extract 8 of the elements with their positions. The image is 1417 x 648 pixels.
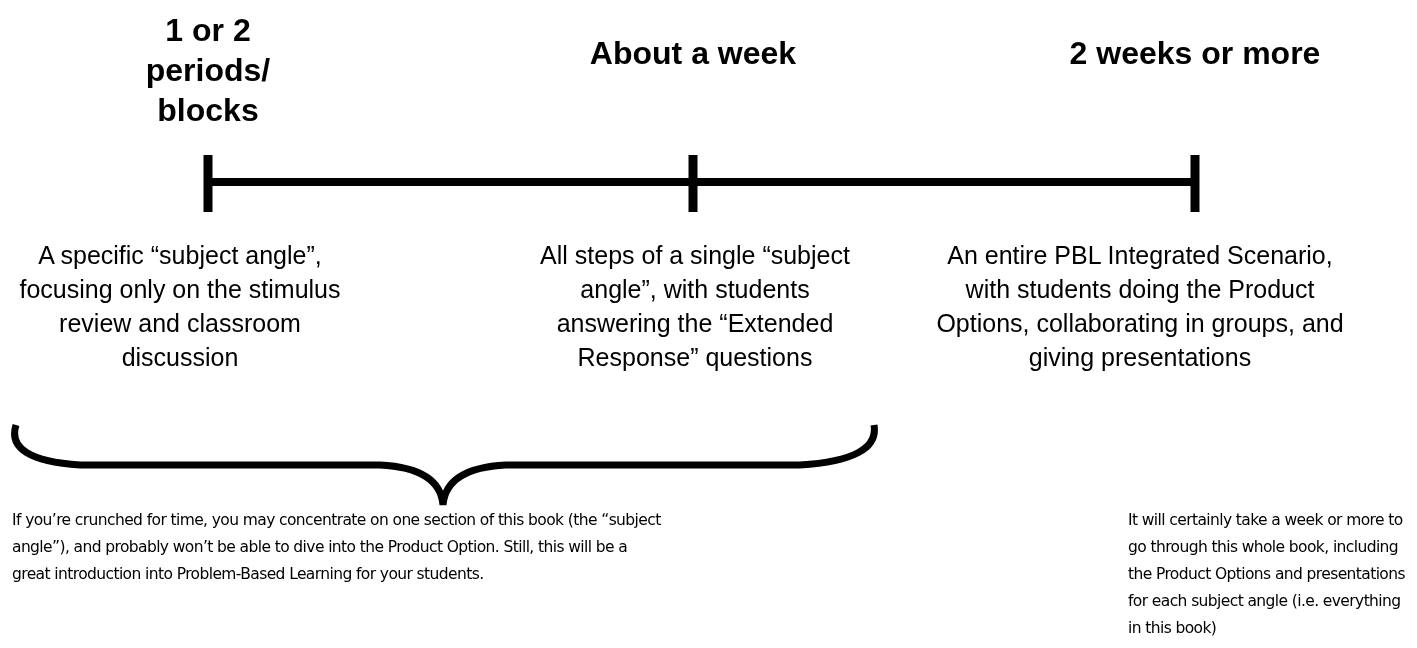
scope-description: An entire PBL Integrated Scenario, with students doing the Product Options, collaborating in groups, and giving presentations — [935, 240, 1345, 373]
duration-heading: 2 weeks or more — [1068, 34, 1322, 73]
scope-description: All steps of a single “subject angle”, with students answering the “Extended Response” questions — [539, 240, 851, 373]
note-text: It will certainly take a week or more to go through this whole book, including the Product Options and presentations for each subject angle (i.e. everything in this book) — [1128, 510, 1406, 639]
duration-heading: About a week — [588, 34, 798, 73]
duration-heading: 1 or 2 periods/ blocks — [144, 11, 272, 130]
note-text: If you’re crunched for time, you may concentrate on one section of this book (the “subject angle”), and probably won’t be able to dive into the Product Option. Still, this will be a great introduction into Problem-Based Learning for your students. — [12, 510, 662, 585]
scope-description: A specific “subject angle”, focusing only on the stimulus review and classroom discussion — [18, 240, 342, 373]
